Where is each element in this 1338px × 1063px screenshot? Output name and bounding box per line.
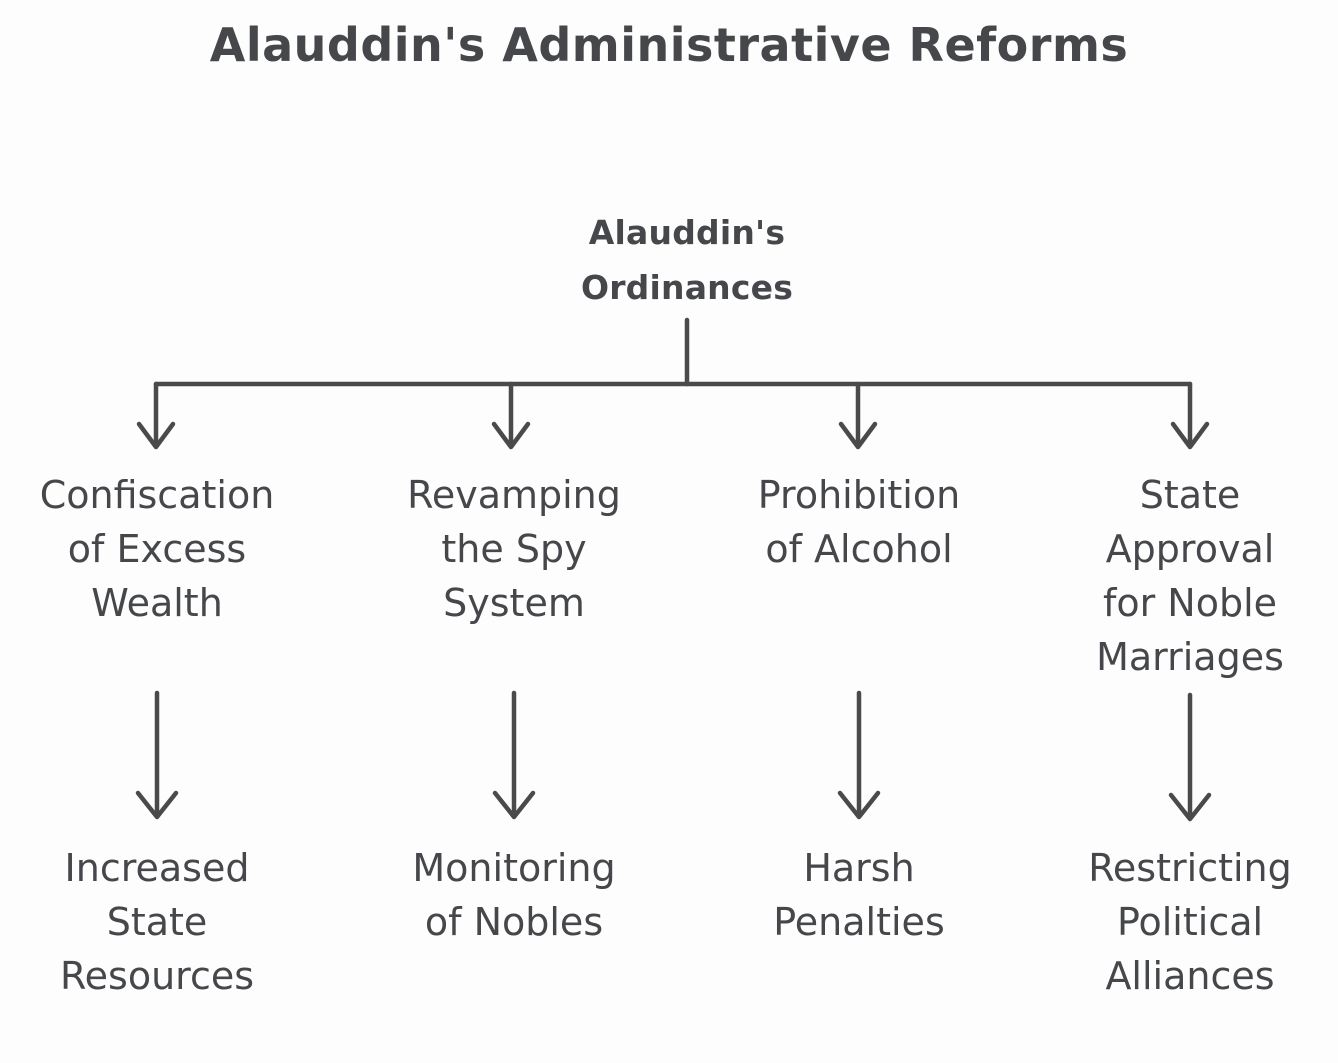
- arrowhead-reform-to-outcome-1: [135, 790, 179, 820]
- node-outcome-restricting-political-alliances[interactable]: Restricting Political Alliances: [1088, 846, 1292, 998]
- arrowhead-reform-to-outcome-2: [492, 790, 536, 820]
- node-reform-revamping-the-spy-system[interactable]: Revamping the Spy System: [407, 473, 621, 625]
- node-outcome-increased-state-resources[interactable]: Increased State Resources: [59, 846, 255, 998]
- node-reform-state-approval-for-noble-marriages[interactable]: State Approval for Noble Marriages: [1096, 473, 1284, 679]
- node-outcome-monitoring-of-nobles[interactable]: Monitoring of Nobles: [412, 846, 616, 944]
- node-root-alauddins-ordinances[interactable]: Alauddin's Ordinances: [580, 213, 794, 307]
- arrowhead-bus-to-reform-3: [838, 421, 878, 450]
- arrowhead-bus-to-reform-4: [1170, 421, 1210, 450]
- arrowhead-reform-to-outcome-4: [1168, 792, 1212, 822]
- node-reform-prohibition-of-alcohol[interactable]: Prohibition of Alcohol: [757, 473, 961, 571]
- page-title: Alauddin's Administrative Reforms: [209, 18, 1129, 72]
- arrowhead-reform-to-outcome-3: [837, 790, 881, 820]
- node-outcome-harsh-penalties[interactable]: Harsh Penalties: [773, 846, 945, 944]
- node-reform-confiscation-of-excess-wealth[interactable]: Confiscation of Excess Wealth: [39, 473, 275, 625]
- arrowhead-bus-to-reform-2: [491, 421, 531, 450]
- arrowhead-bus-to-reform-1: [136, 421, 176, 450]
